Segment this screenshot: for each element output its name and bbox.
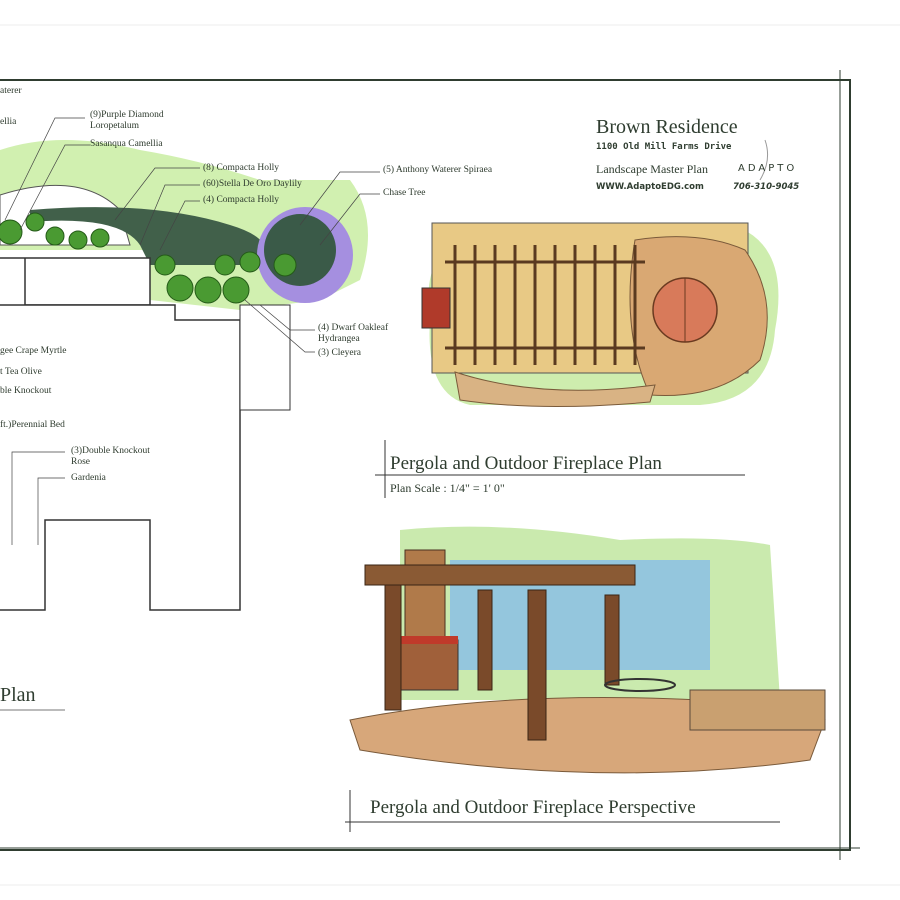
plant-label: (3) Cleyera bbox=[318, 348, 361, 358]
house-outline bbox=[0, 257, 151, 306]
pergola-beams bbox=[445, 245, 645, 365]
pergola-plan-drawing bbox=[375, 222, 779, 498]
website-link[interactable]: WWW.AdaptoEDG.com bbox=[596, 182, 704, 192]
plant-label: ellia bbox=[0, 117, 17, 127]
plant-label: t Tea Olive bbox=[0, 367, 42, 377]
site-plan-title: Plan bbox=[0, 684, 36, 706]
adapto-logo-swoosh bbox=[759, 139, 769, 181]
plant-label: ble Knockout bbox=[0, 386, 52, 396]
sheet-name: Landscape Master Plan bbox=[596, 162, 708, 176]
plant-label: (4) Dwarf Oakleaf bbox=[318, 323, 389, 333]
pergola-plan-title: Pergola and Outdoor Fireplace Plan bbox=[390, 453, 662, 474]
bistro-table bbox=[604, 678, 676, 692]
plant-label: Sasanqua Camellia bbox=[90, 139, 163, 149]
plant-label: Gardenia bbox=[71, 473, 106, 483]
project-address: 1100 Old Mill Farms Drive bbox=[596, 142, 732, 152]
pergola-top bbox=[364, 564, 636, 586]
plant-label: (8) Compacta Holly bbox=[203, 163, 279, 173]
phone-number: 706-310-9045 bbox=[733, 182, 800, 192]
adapto-logo: ADAPTO bbox=[738, 163, 798, 174]
mulch-bed bbox=[30, 207, 266, 265]
perspective-title: Pergola and Outdoor Fireplace Perspectiv… bbox=[370, 797, 696, 818]
plant-label: Rose bbox=[71, 457, 90, 467]
plant-label: Hydrangea bbox=[318, 334, 360, 344]
plant-label: (4) Compacta Holly bbox=[203, 195, 279, 205]
plant-label: (5) Anthony Waterer Spiraea bbox=[383, 165, 493, 175]
pergola-posts bbox=[384, 584, 620, 741]
sheet-border bbox=[0, 79, 851, 851]
leader-lines bbox=[4, 117, 380, 545]
plant-label: aterer bbox=[0, 86, 22, 96]
plant-label: Chase Tree bbox=[383, 188, 426, 198]
pergola-perspective-drawing bbox=[345, 526, 826, 832]
fireplace-plan bbox=[421, 287, 451, 329]
stone-wall bbox=[689, 689, 826, 731]
plant-label: (9)Purple Diamond bbox=[90, 110, 164, 120]
plant-label: (3)Double Knockout bbox=[71, 446, 150, 456]
project-title: Brown Residence bbox=[596, 116, 738, 138]
plant-label: ft.)Perennial Bed bbox=[0, 420, 65, 430]
plant-label: (60)Stella De Oro Daylily bbox=[203, 179, 302, 189]
plant-label: gee Crape Myrtle bbox=[0, 346, 67, 356]
plan-scale: Plan Scale : 1/4" = 1' 0" bbox=[390, 481, 505, 495]
plant-label: Loropetalum bbox=[90, 121, 140, 131]
site-plan bbox=[0, 117, 380, 711]
